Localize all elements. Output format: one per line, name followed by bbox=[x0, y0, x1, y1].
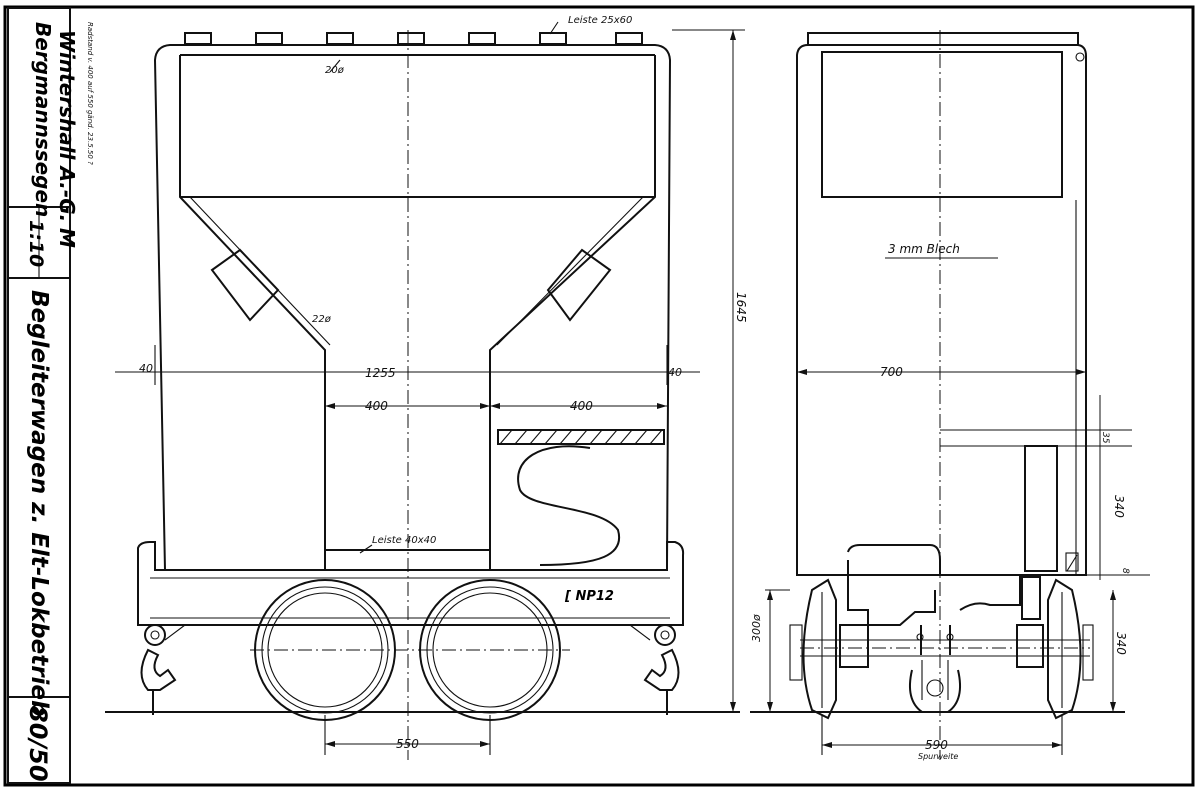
side-window bbox=[821, 51, 1063, 198]
coupler-left bbox=[140, 624, 187, 715]
company-name: Wintershall A.-G. bbox=[55, 30, 79, 222]
label-inner-strip: Leiste 40x40 bbox=[372, 535, 436, 546]
hatched-bar bbox=[497, 429, 665, 445]
hopper-left bbox=[179, 55, 326, 550]
cable-loop bbox=[517, 445, 621, 566]
label-gauge: Spurweite bbox=[918, 752, 958, 761]
side-view: 3 mm Blech 700 35 340 8 340 300ø 590 Spu… bbox=[750, 30, 1150, 761]
dim-400-right: 400 bbox=[570, 399, 593, 413]
dim-1645: 1645 bbox=[734, 292, 748, 323]
label-top-strip: Leiste 25x60 bbox=[568, 15, 632, 26]
side-post bbox=[1024, 445, 1058, 572]
top-strip-bolts bbox=[184, 32, 643, 45]
title-block: Wintershall A.-G. Bergmannssegen M 1:10 … bbox=[7, 7, 94, 784]
label-channel: [ NP12 bbox=[564, 589, 614, 604]
dim-550: 550 bbox=[396, 737, 419, 751]
scale-label: M bbox=[55, 228, 79, 248]
axle-housing bbox=[847, 544, 941, 575]
revision-note: Radstand v. 400 auf 550 gänd. 23.5.50 ? bbox=[86, 22, 94, 165]
dim-400-left: 400 bbox=[365, 399, 388, 413]
front-view: 1645 1255 40 40 400 400 550 Leiste 25x60… bbox=[105, 15, 748, 760]
label-sheet-thickness: 3 mm Blech bbox=[888, 242, 960, 256]
company-site: Bergmannssegen bbox=[31, 22, 55, 217]
side-body bbox=[796, 44, 1087, 576]
drawing-number: 80/50 bbox=[24, 706, 52, 782]
dim-300-dia: 300ø bbox=[750, 614, 763, 642]
side-wheel-left bbox=[789, 578, 837, 720]
side-coupler bbox=[909, 625, 961, 713]
drawing-title: Begleiterwagen z. Elt-Lokbetrieb bbox=[26, 290, 52, 716]
side-wheel-right bbox=[1047, 578, 1094, 720]
dim-40-left: 40 bbox=[139, 362, 153, 375]
lug-right bbox=[546, 248, 612, 322]
sheet-border bbox=[3, 5, 1195, 787]
dim-340-lower: 340 bbox=[1114, 632, 1128, 655]
label-bolt-22: 22ø bbox=[312, 314, 332, 325]
dim-1255: 1255 bbox=[365, 366, 396, 380]
dim-340-upper: 340 bbox=[1112, 495, 1126, 518]
dim-590: 590 bbox=[925, 738, 948, 752]
label-bolt-20: 20ø bbox=[325, 65, 345, 76]
dim-40-right: 40 bbox=[668, 366, 682, 379]
hopper-right bbox=[489, 55, 656, 550]
coupler-right bbox=[628, 624, 680, 715]
scale-value: 1:10 bbox=[25, 220, 47, 267]
dim-35: 35 bbox=[1100, 432, 1110, 444]
side-top-strip bbox=[807, 32, 1079, 46]
channel-frame bbox=[137, 541, 685, 626]
lug-left bbox=[210, 248, 280, 322]
body-outline bbox=[153, 44, 672, 571]
dim-700: 700 bbox=[880, 365, 903, 379]
dim-8: 8 bbox=[1120, 568, 1130, 574]
